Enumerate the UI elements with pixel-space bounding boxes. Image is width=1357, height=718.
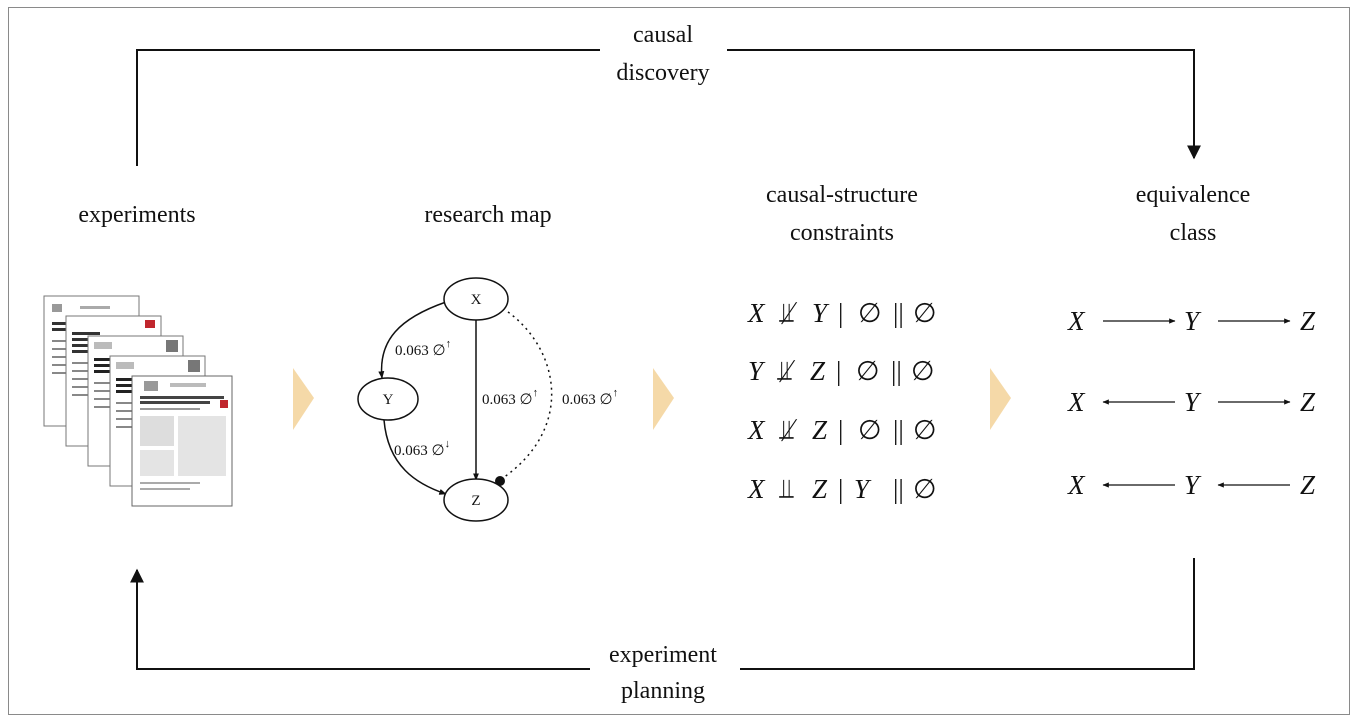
svg-text:Y: Y <box>812 298 830 328</box>
edge-label-y-z: 0.063 ∅↓ <box>394 438 450 459</box>
constraints-list: X ⫫̸ Y | ∅ || ∅ Y ⫫̸ Z | ∅ || ∅ X ⫫̸ Z |… <box>747 298 937 504</box>
svg-text:∅: ∅ <box>858 298 882 328</box>
chevron-icon-2 <box>653 368 674 430</box>
svg-text:⫫̸: ⫫̸ <box>778 298 798 328</box>
svg-text:X: X <box>747 415 766 445</box>
svg-text:Z: Z <box>1300 470 1316 500</box>
figure-frame <box>8 7 1350 715</box>
causal-discovery-label-line2: discovery <box>616 60 709 86</box>
svg-text:∅: ∅ <box>913 298 937 328</box>
stage-title-constraints-line2: constraints <box>790 220 894 246</box>
svg-text:|: | <box>836 356 841 386</box>
constraint-row-3: X ⫫̸ Z | ∅ || ∅ <box>747 415 937 445</box>
node-y-label: Y <box>383 392 394 408</box>
svg-text:|: | <box>838 474 843 504</box>
svg-text:∅: ∅ <box>911 356 935 386</box>
svg-text:⫫̸: ⫫̸ <box>776 356 796 386</box>
edge-y-z <box>383 419 447 495</box>
stage-title-experiments: experiments <box>78 202 195 228</box>
edge-x-z-dotted <box>499 311 553 481</box>
svg-text:⫫̸: ⫫̸ <box>778 415 798 445</box>
svg-text:X: X <box>747 298 766 328</box>
svg-text:Y: Y <box>1184 387 1202 417</box>
edge-x-y <box>378 301 447 379</box>
svg-text:X: X <box>1067 387 1086 417</box>
experiment-planning-loop: experiment planning <box>130 558 1195 704</box>
chevron-icon-1 <box>293 368 314 430</box>
svg-text:Z: Z <box>1300 306 1316 336</box>
svg-text:Y: Y <box>1184 306 1202 336</box>
svg-text:||: || <box>893 474 904 504</box>
paper-thumbnail-5 <box>131 375 233 507</box>
svg-text:Z: Z <box>1300 387 1316 417</box>
svg-text:X: X <box>1067 470 1086 500</box>
node-z-label: Z <box>471 493 480 509</box>
stage-title-research-map: research map <box>424 202 551 228</box>
edge-endpoint-dot <box>495 476 505 486</box>
svg-text:∅: ∅ <box>856 356 880 386</box>
svg-text:Y: Y <box>1184 470 1202 500</box>
stage-title-constraints-line1: causal-structure <box>766 182 918 208</box>
equivalence-row-3: X Y Z <box>1067 470 1316 500</box>
svg-text:∅: ∅ <box>858 415 882 445</box>
svg-text:||: || <box>893 415 904 445</box>
stage-title-equivalence-line1: equivalence <box>1136 182 1251 208</box>
svg-text:|: | <box>838 298 843 328</box>
svg-text:||: || <box>891 356 902 386</box>
node-y <box>357 377 419 421</box>
research-map-graph: X Y Z 0.063 ∅↑ 0.063 ∅↓ 0.063 ∅↑ 0.063 ∅… <box>357 277 618 522</box>
equivalence-class: X Y Z X Y Z X Y Z <box>1067 306 1316 500</box>
stage-title-equivalence-line2: class <box>1170 220 1217 246</box>
svg-text:∅: ∅ <box>913 474 937 504</box>
causal-discovery-loop: causal discovery <box>136 22 1201 166</box>
node-x-label: X <box>471 292 482 308</box>
experiment-planning-label-line1: experiment <box>609 642 717 668</box>
causal-discovery-label-line1: causal <box>633 22 693 48</box>
edge-label-x-y: 0.063 ∅↑ <box>395 338 451 359</box>
node-x <box>443 277 509 321</box>
svg-text:Z: Z <box>812 415 828 445</box>
node-z <box>443 478 509 522</box>
svg-text:Z: Z <box>810 356 826 386</box>
equivalence-row-2: X Y Z <box>1067 387 1316 417</box>
svg-text:Y: Y <box>854 474 872 504</box>
chevron-icon-3 <box>990 368 1011 430</box>
svg-text:||: || <box>893 298 904 328</box>
svg-text:X: X <box>1067 306 1086 336</box>
svg-text:Y: Y <box>748 356 766 386</box>
constraint-row-2: Y ⫫̸ Z | ∅ || ∅ <box>748 356 935 386</box>
constraint-row-4: X ⫫ Z | Y || ∅ <box>747 474 937 504</box>
svg-text:∅: ∅ <box>913 415 937 445</box>
equivalence-row-1: X Y Z <box>1067 306 1316 336</box>
paper-stack <box>43 295 233 507</box>
svg-text:Z: Z <box>812 474 828 504</box>
svg-text:⫫: ⫫ <box>778 474 794 504</box>
experiment-planning-label-line2: planning <box>621 678 705 704</box>
edge-label-x-z: 0.063 ∅↑ <box>482 387 538 408</box>
edge-label-x-z-dotted: 0.063 ∅↑ <box>562 387 618 408</box>
svg-text:X: X <box>747 474 766 504</box>
svg-text:|: | <box>838 415 843 445</box>
constraint-row-1: X ⫫̸ Y | ∅ || ∅ <box>747 298 937 328</box>
